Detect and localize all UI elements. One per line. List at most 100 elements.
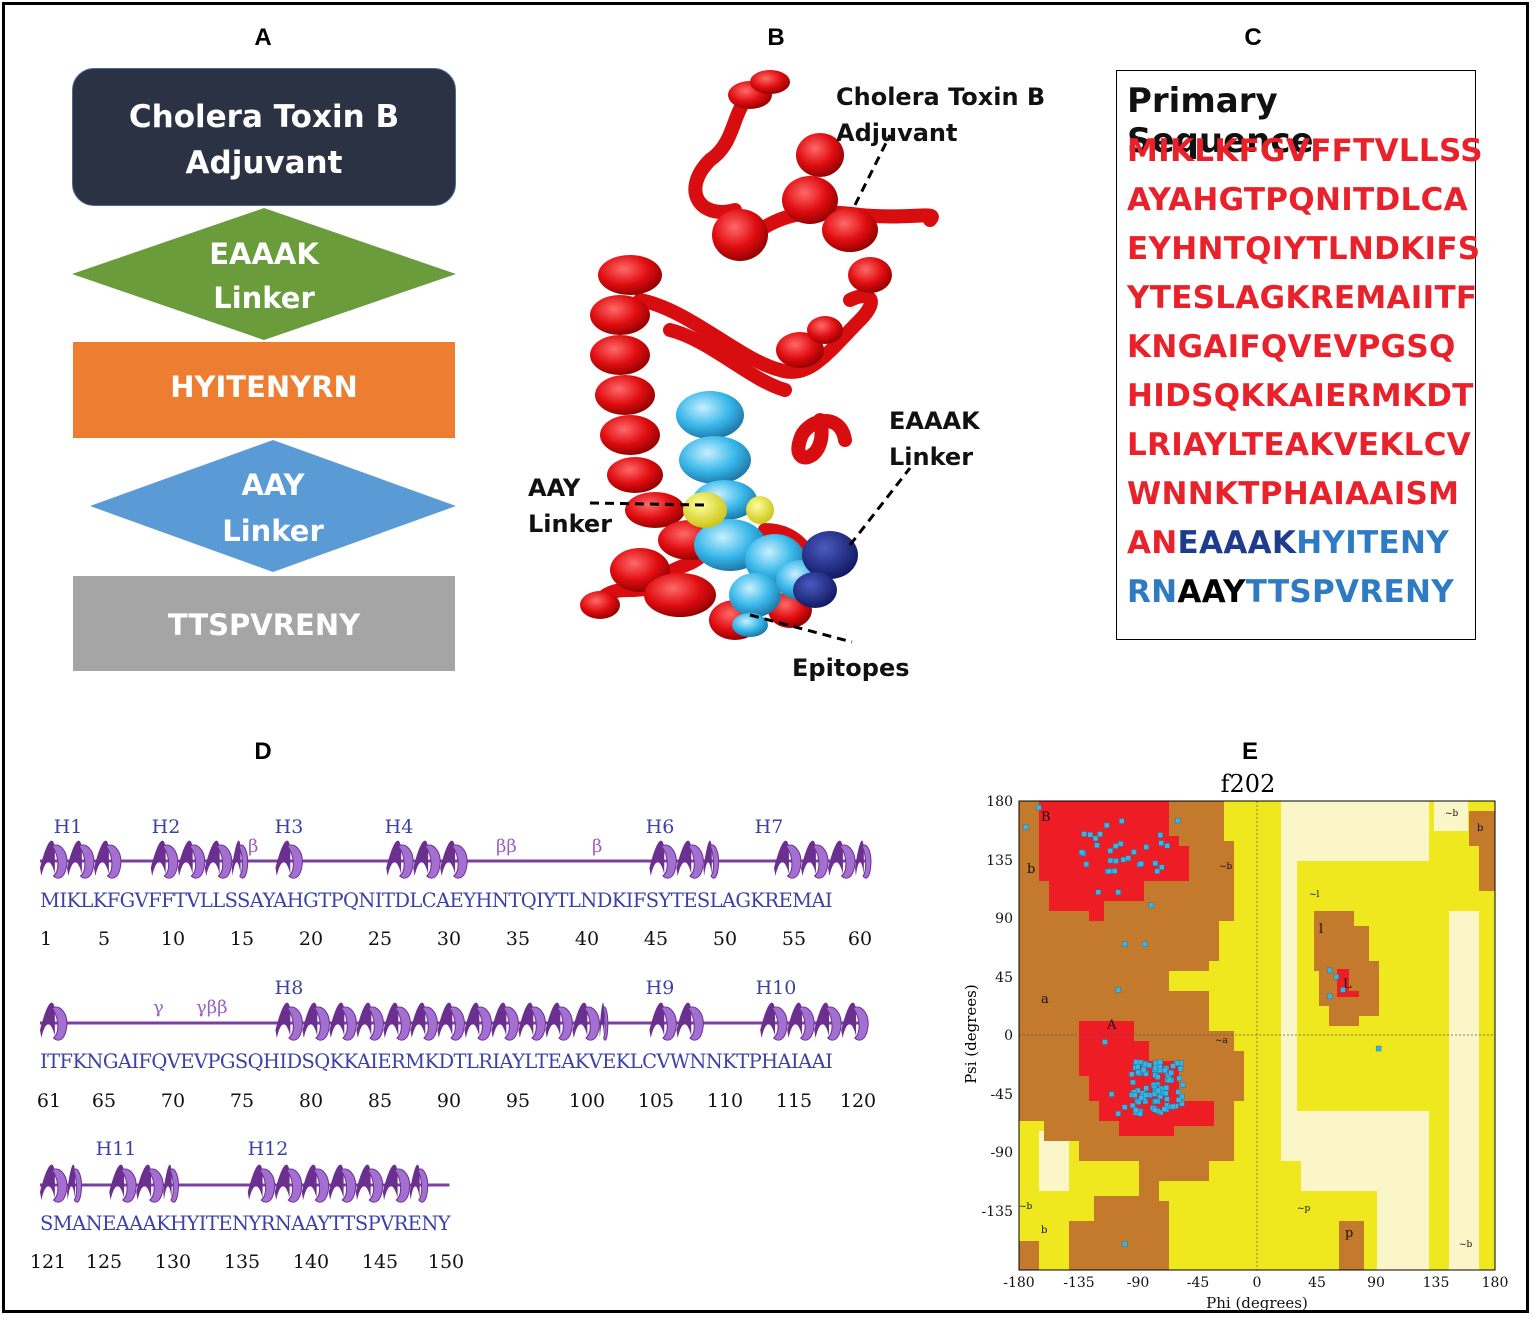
helix-turn-back: [67, 1164, 76, 1200]
residue-point: [1107, 857, 1114, 864]
helix-turn-back: [440, 840, 456, 876]
helix-turn-front: [529, 1006, 546, 1041]
residue-point: [1122, 1241, 1128, 1247]
x-axis-label: Phi (degrees): [1206, 1294, 1308, 1312]
helix-turn-back: [491, 1002, 507, 1038]
seq-line: EYHNTQIYTLNDKIFS: [1127, 231, 1481, 267]
residue-tick: 115: [775, 1090, 813, 1112]
residue-tick: 1: [39, 928, 53, 950]
x-tick: 45: [1308, 1275, 1326, 1291]
region-label: ~a: [1215, 1036, 1229, 1046]
seq-line: YTESLAGKREMAIITF: [1127, 280, 1478, 316]
y-tick: 90: [995, 911, 1013, 927]
residue-tick: 10: [160, 928, 186, 950]
helix-turn-back: [409, 1164, 420, 1200]
residue-tick: 80: [298, 1090, 324, 1112]
epitopes-label: Epitopes: [792, 654, 910, 682]
residue-point: [1079, 849, 1085, 856]
region-label: l: [1319, 922, 1323, 937]
residue-point: [1164, 1096, 1170, 1102]
helix-turn-back: [355, 1164, 371, 1200]
helix-turn-front: [475, 1006, 492, 1041]
helix-turn-front: [798, 1006, 815, 1041]
helix-turn-front: [852, 1006, 869, 1041]
helix-turn-back: [437, 1002, 453, 1038]
residue-point: [1122, 1104, 1128, 1110]
helix-label: H7: [754, 816, 784, 838]
helix-turn-back: [599, 1002, 605, 1038]
y-tick: 180: [986, 794, 1013, 810]
helix-turn-front: [340, 1168, 357, 1203]
residue-point: [1083, 861, 1090, 867]
region-label: ~b: [1445, 809, 1459, 819]
helix-turn-front: [421, 1006, 438, 1041]
y-tick: 0: [1004, 1028, 1013, 1044]
helix-turn-back: [302, 1002, 318, 1038]
residue-point: [1164, 843, 1171, 849]
helix-label: H10: [755, 977, 797, 999]
residue-point: [1115, 987, 1121, 993]
aay-diamond-line1: AAY: [241, 468, 305, 502]
helix-turn-front: [313, 1168, 330, 1203]
residue-point: [1152, 1060, 1159, 1066]
residue-point: [1092, 835, 1099, 842]
seq-line: LRIAYLTEAKVEKLCV: [1127, 427, 1472, 463]
helix-turn-front: [448, 1006, 465, 1041]
helix-turn-front: [709, 844, 720, 879]
y-tick: 135: [986, 853, 1013, 869]
y-tick: -135: [982, 1204, 1013, 1220]
helix-turn-front: [216, 844, 233, 879]
helix-label: H8: [274, 977, 304, 999]
helix-turn-back: [67, 840, 82, 876]
residue-point: [1153, 1098, 1159, 1105]
sequence-row-2: ITFKNGAIFQVEVPGSQHIDSQKKAIERMKDTLRIAYLTE…: [40, 1050, 833, 1073]
helix-turn-front: [660, 844, 677, 879]
x-tick: 90: [1367, 1275, 1385, 1291]
eaaak-diamond-line1: EAAAK: [209, 237, 319, 271]
helix-turn-back: [828, 840, 843, 876]
helix-turn-back: [518, 1002, 534, 1038]
helix-turn-front: [502, 1006, 519, 1041]
helix-turn-front: [367, 1006, 384, 1041]
phi-psi-points: [1022, 804, 1382, 1247]
ctb-label: Cholera Toxin B Adjuvant: [836, 79, 1045, 151]
ramachandran-plot: f202: [962, 770, 1508, 1312]
residue-point: [1120, 856, 1127, 863]
residue-point: [1095, 889, 1102, 895]
hyitenyrn-label: HYITENYRN: [170, 370, 358, 404]
aay-label-line1: AAY: [528, 474, 581, 502]
helix-turn-back: [109, 1164, 125, 1200]
residue-point: [1115, 1110, 1121, 1117]
residue-point: [1159, 864, 1165, 870]
residue-tick: 105: [637, 1090, 675, 1112]
residue-tick: 61: [36, 1090, 62, 1112]
helix-turn-front: [367, 1168, 384, 1203]
residue-tick: 145: [361, 1251, 399, 1273]
x-tick: -90: [1127, 1275, 1150, 1291]
helix-turn-back: [329, 1002, 345, 1038]
helix-turn-front: [313, 1006, 330, 1041]
helix-turn-back: [572, 1002, 588, 1038]
helix-turn-back: [136, 1164, 152, 1200]
helix-turn-back: [94, 840, 109, 876]
helix-turn-front: [162, 844, 179, 879]
aay-label: AAY Linker: [528, 470, 612, 542]
eaaak-label-line1: EAAAK: [889, 407, 980, 435]
region-label: ~l: [1309, 890, 1320, 900]
helix-turn-front: [286, 1168, 303, 1203]
region-label: L: [1343, 977, 1352, 992]
region-label: b: [1027, 862, 1035, 877]
residue-point: [1163, 1090, 1169, 1096]
residue-tick: 130: [154, 1251, 192, 1273]
helix-turn-back: [40, 1164, 55, 1200]
helix-turn-front: [51, 1168, 68, 1203]
residue-point: [1113, 858, 1119, 864]
ttspvreny-label: TTSPVRENY: [167, 608, 361, 642]
helix-turn-front: [120, 1168, 137, 1203]
residue-point: [1154, 868, 1160, 874]
helix-turn-back: [274, 1164, 290, 1200]
eaaak-label-line2: Linker: [889, 443, 974, 471]
sequence-row-3: SMANEAAAKHYITENYRNAAYTTSPVRENY: [40, 1212, 451, 1235]
residue-point: [1130, 1079, 1136, 1086]
